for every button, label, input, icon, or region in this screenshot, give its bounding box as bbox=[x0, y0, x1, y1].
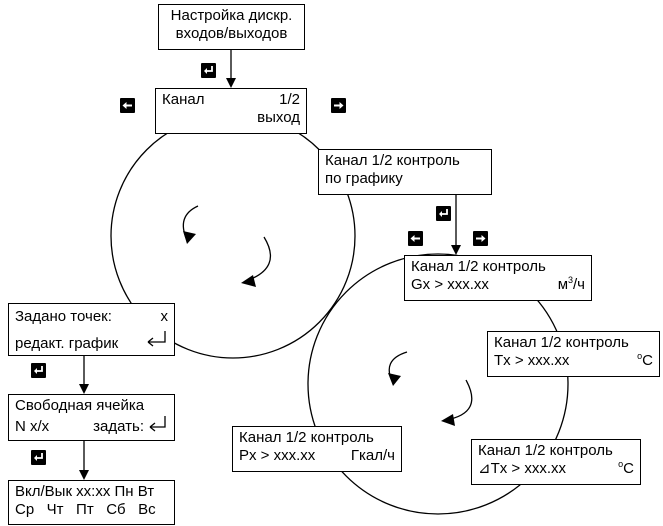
ctrl-dt-label: ⊿Tx ˃ xxx.xx bbox=[478, 460, 566, 477]
return-arrow-icon bbox=[146, 415, 168, 438]
free-cell-label: N x/x bbox=[15, 417, 50, 435]
ctrl-p-unit: Гкал/ч bbox=[350, 447, 395, 464]
rotation-arrowhead-1b bbox=[241, 275, 256, 287]
return-arrow-icon bbox=[144, 330, 168, 353]
points-label: Задано точек: bbox=[15, 308, 112, 325]
node-schedule-control: Канал 1/2 контроль по графику bbox=[318, 149, 492, 195]
node-ctrl-t: Канал 1/2 контроль Tx ˃ xxx.xx oC bbox=[487, 331, 660, 377]
left-arrow-key-icon bbox=[408, 231, 423, 246]
rotation-arrowhead-2a bbox=[388, 373, 401, 386]
channel-mode: выход bbox=[257, 109, 300, 126]
right-arrow-key-icon bbox=[331, 98, 346, 113]
points-edit-label: редакт. график bbox=[15, 335, 119, 352]
channel-index: 1/2 bbox=[279, 91, 300, 108]
node-points-set: Задано точек: x редакт. график bbox=[8, 303, 175, 356]
onoff-line2: Ср Чт Пт Сб Вс bbox=[15, 501, 156, 518]
enter-key-icon bbox=[436, 206, 451, 221]
free-cell-action: задать: bbox=[93, 417, 144, 435]
rotation-arrow-1b bbox=[245, 236, 272, 282]
channel-label: Канал bbox=[162, 91, 205, 108]
free-cell-line1: Свободная ячейка bbox=[15, 397, 145, 414]
ctrl-t-unit: oC bbox=[637, 351, 653, 370]
ctrl-dt-line1: Канал 1/2 контроль bbox=[478, 442, 613, 459]
node-ctrl-g: Канал 1/2 контроль Gx ˃ xxx.xx м3/ч bbox=[404, 255, 592, 301]
schedule-line2: по графику bbox=[325, 170, 403, 187]
rotation-arrow-2b bbox=[445, 379, 473, 421]
left-arrow-key-icon bbox=[120, 98, 135, 113]
ctrl-p-label: Px ˃ xxx.xx bbox=[239, 447, 316, 464]
ctrl-g-label: Gx ˃ xxx.xx bbox=[411, 276, 489, 293]
onoff-line1: Вкл/Вык xx:xx Пн Вт bbox=[15, 483, 155, 500]
enter-key-icon bbox=[31, 450, 46, 465]
node-channel: Канал 1/2 выход bbox=[155, 88, 307, 134]
points-value: x bbox=[160, 308, 169, 325]
node-ctrl-p: Канал 1/2 контроль Px ˃ xxx.xx Гкал/ч bbox=[232, 426, 402, 472]
ctrl-t-line1: Канал 1/2 контроль bbox=[494, 334, 629, 351]
ctrl-p-line1: Канал 1/2 контроль bbox=[239, 429, 374, 446]
enter-key-icon bbox=[31, 363, 46, 378]
node-free-cell: Свободная ячейка N x/x задать: bbox=[8, 394, 175, 441]
ctrl-g-line1: Канал 1/2 контроль bbox=[411, 258, 546, 275]
node-setup-discrete-io: Настройка дискр. входов/выходов bbox=[158, 4, 305, 50]
ctrl-dt-unit: oC bbox=[618, 459, 634, 478]
node-setup-line1: Настройка дискр. bbox=[170, 7, 293, 24]
cycle-circle-2 bbox=[307, 253, 569, 515]
schedule-line1: Канал 1/2 контроль bbox=[325, 152, 460, 169]
ctrl-g-unit: м3/ч bbox=[557, 275, 585, 294]
rotation-arrowhead-2b bbox=[441, 414, 455, 426]
ctrl-t-label: Tx ˃ xxx.xx bbox=[494, 352, 570, 369]
node-ctrl-dt: Канал 1/2 контроль ⊿Tx ˃ xxx.xx oC bbox=[471, 439, 641, 485]
enter-key-icon bbox=[201, 63, 216, 78]
right-arrow-key-icon bbox=[473, 231, 488, 246]
node-setup-line2: входов/выходов bbox=[175, 25, 288, 42]
node-on-off-schedule: Вкл/Вык xx:xx Пн Вт Ср Чт Пт Сб Вс bbox=[8, 480, 175, 525]
rotation-arrowhead-1a bbox=[183, 231, 196, 244]
